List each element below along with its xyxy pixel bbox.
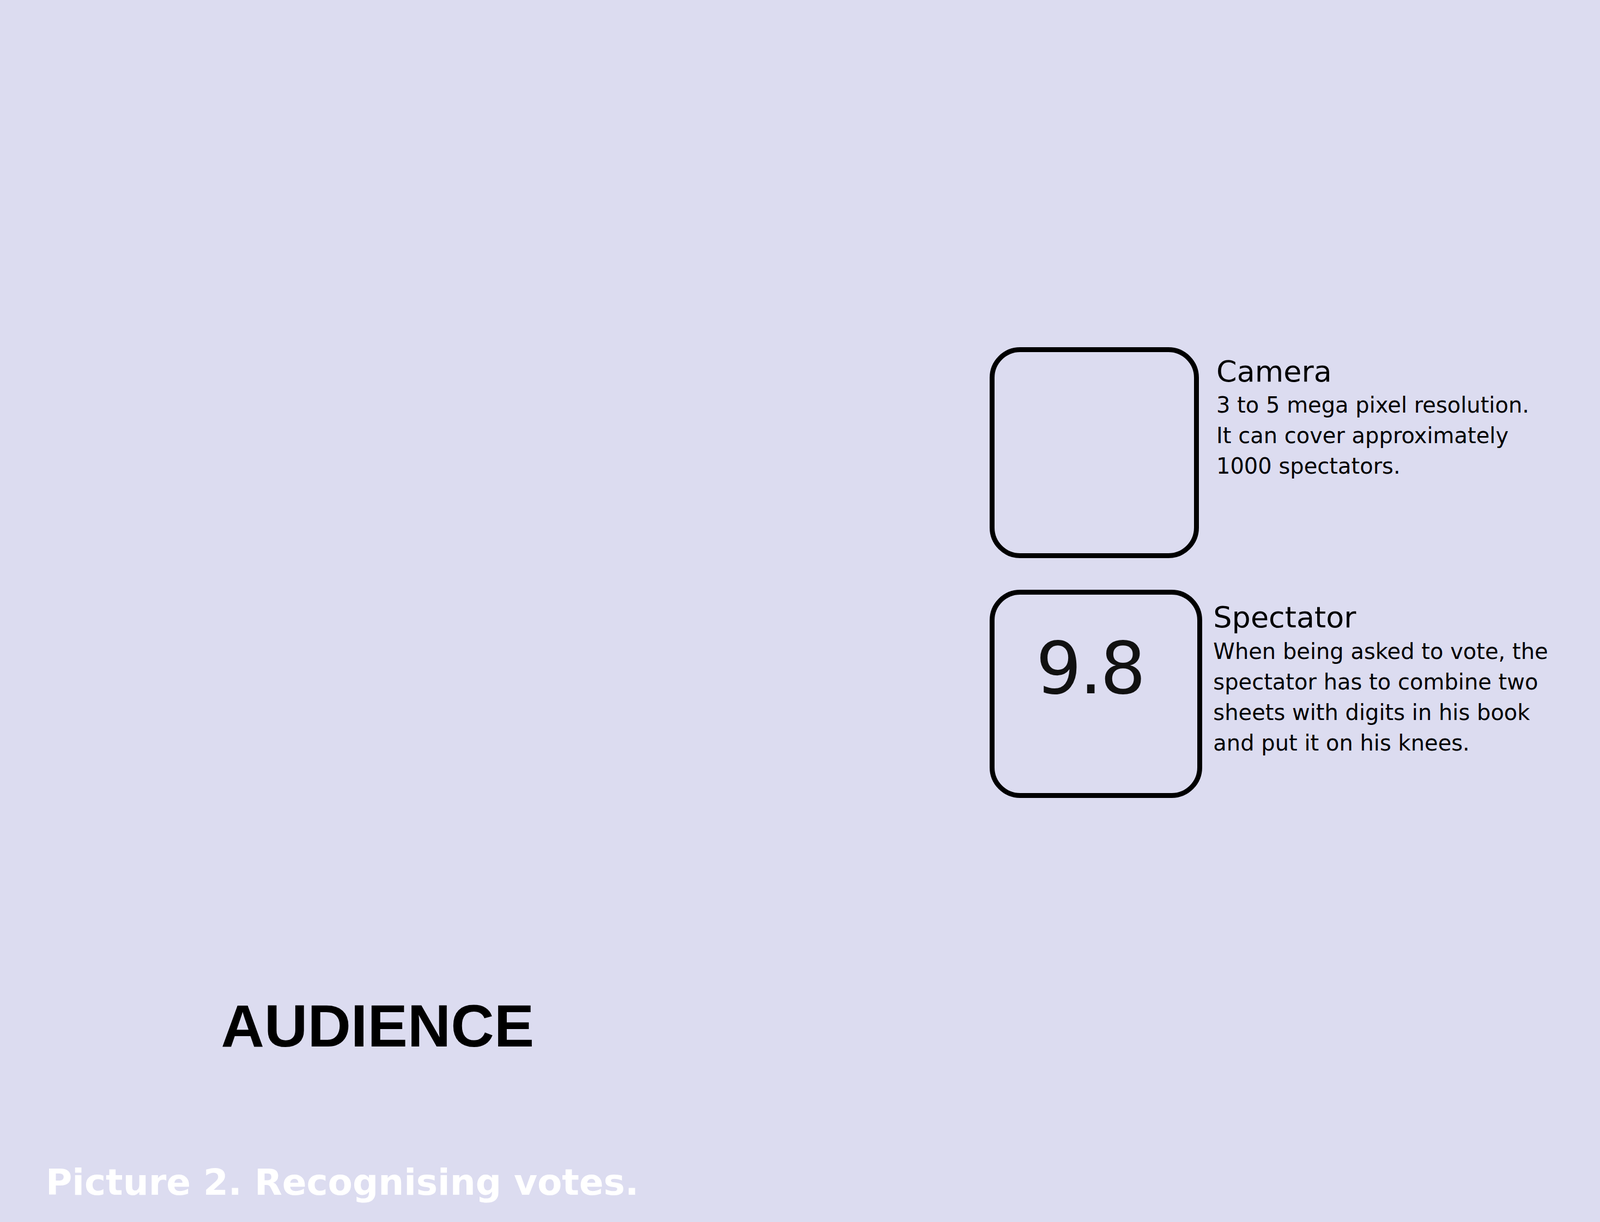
caption-holder: Picture 2. Recognising votes. (0, 1142, 1600, 1222)
camera-side (1051, 428, 1164, 481)
dashed-connector (358, 760, 991, 889)
callout-body: 3 to 5 mega pixel resolution. It can cov… (1216, 389, 1533, 482)
grid-shadow (140, 779, 672, 1092)
vote-sheet (1018, 620, 1174, 723)
figure-caption: Picture 2. Recognising votes. (45, 1160, 639, 1204)
back-wall (178, 349, 657, 772)
camera-view-line (255, 265, 560, 768)
left-wall (114, 51, 179, 1062)
callout-body: When being asked to vote, the spectator … (1213, 635, 1562, 759)
sheet-flap (1098, 597, 1160, 624)
lens-glass (1010, 429, 1031, 480)
audience-text: AUDIENCE (221, 992, 535, 1059)
seat-grid (137, 775, 669, 1087)
leader-line (573, 247, 990, 393)
spectator-photo (989, 590, 1202, 799)
caption-bar (22, 1143, 1584, 1222)
audience-seats (137, 775, 669, 1087)
lens-ring (1051, 431, 1066, 477)
ceiling (114, 51, 1235, 350)
seat-dot (352, 882, 365, 895)
grid-outline (137, 775, 669, 1087)
camera-end (1163, 412, 1184, 481)
image-frame (989, 347, 1199, 559)
camera-icon-ground (989, 347, 1199, 559)
camera-top (1051, 412, 1184, 429)
photo-ground (989, 590, 1202, 799)
area-label: AUDIENCE (221, 992, 535, 1059)
lens-glint (1013, 438, 1024, 464)
seat-glow (317, 847, 400, 930)
callout-heading: Spectator (1213, 598, 1562, 636)
camera-mount (567, 186, 591, 198)
floor (114, 770, 1235, 1062)
hand (1020, 600, 1041, 625)
callout-text: Camera3 to 5 mega pixel resolution. It c… (1216, 353, 1533, 482)
foliage (1158, 663, 1203, 745)
callout-heading: Camera (1216, 353, 1533, 391)
camera-view-line (507, 267, 568, 768)
camera-field-ring (179, 795, 505, 990)
sheet-flap (1030, 597, 1094, 626)
voting-seat (344, 876, 373, 900)
audience-fill (137, 775, 669, 1087)
vote-number: 9.8 (1035, 628, 1144, 708)
audience-grid: AUDIENCE (137, 770, 674, 1093)
lens-barrel (1020, 429, 1066, 480)
arm (1142, 610, 1199, 737)
camera-icon (1010, 412, 1184, 482)
leader-dot (566, 240, 581, 256)
frame-line (22, 11, 1584, 1145)
foliage (989, 719, 1034, 791)
right-wall (656, 51, 1235, 1062)
camera-lens (542, 233, 582, 262)
ceiling-camera (542, 189, 603, 263)
callout-text: SpectatorWhen being asked to vote, the s… (1213, 598, 1562, 759)
head (1044, 724, 1151, 799)
camera-callout: Camera3 to 5 mega pixel resolution. It c… (989, 347, 1533, 559)
shoulders (1000, 755, 1195, 799)
camera-body (553, 191, 597, 246)
label-holder: 9.8 (1035, 628, 1144, 708)
lens-ring (1032, 426, 1042, 482)
hand (1150, 600, 1172, 625)
